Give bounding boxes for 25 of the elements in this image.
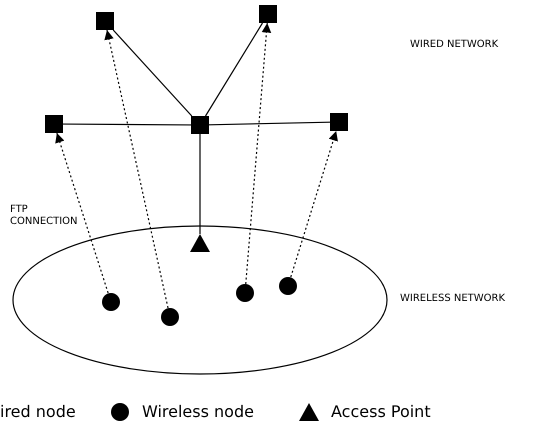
text-label: WIRED NETWORK [410, 39, 498, 51]
triangle-marker [190, 234, 210, 252]
square-marker [259, 5, 277, 23]
legend-text: Wireless node [142, 403, 254, 421]
circle-marker [279, 277, 297, 295]
dotted-arrow [104, 30, 169, 308]
circle-marker [102, 293, 120, 311]
square-marker [330, 113, 348, 131]
legend-text: Access Point [331, 403, 431, 421]
circle-marker [236, 284, 254, 302]
text-label: FTP CONNECTION [10, 204, 79, 228]
network-link [112, 30, 192, 116]
network-link [208, 122, 330, 126]
network-link [205, 22, 263, 116]
network-link [199, 134, 201, 234]
circle-marker [161, 308, 179, 326]
square-marker [96, 12, 114, 30]
legend-text: ired node [0, 403, 76, 421]
square-marker [45, 115, 63, 133]
dotted-arrow [55, 132, 109, 294]
square-marker [191, 116, 209, 134]
network-label: WIRELESS NETWORK [400, 293, 506, 305]
dotted-arrow [290, 130, 338, 278]
dotted-arrow [245, 22, 272, 284]
network-link [63, 123, 191, 126]
